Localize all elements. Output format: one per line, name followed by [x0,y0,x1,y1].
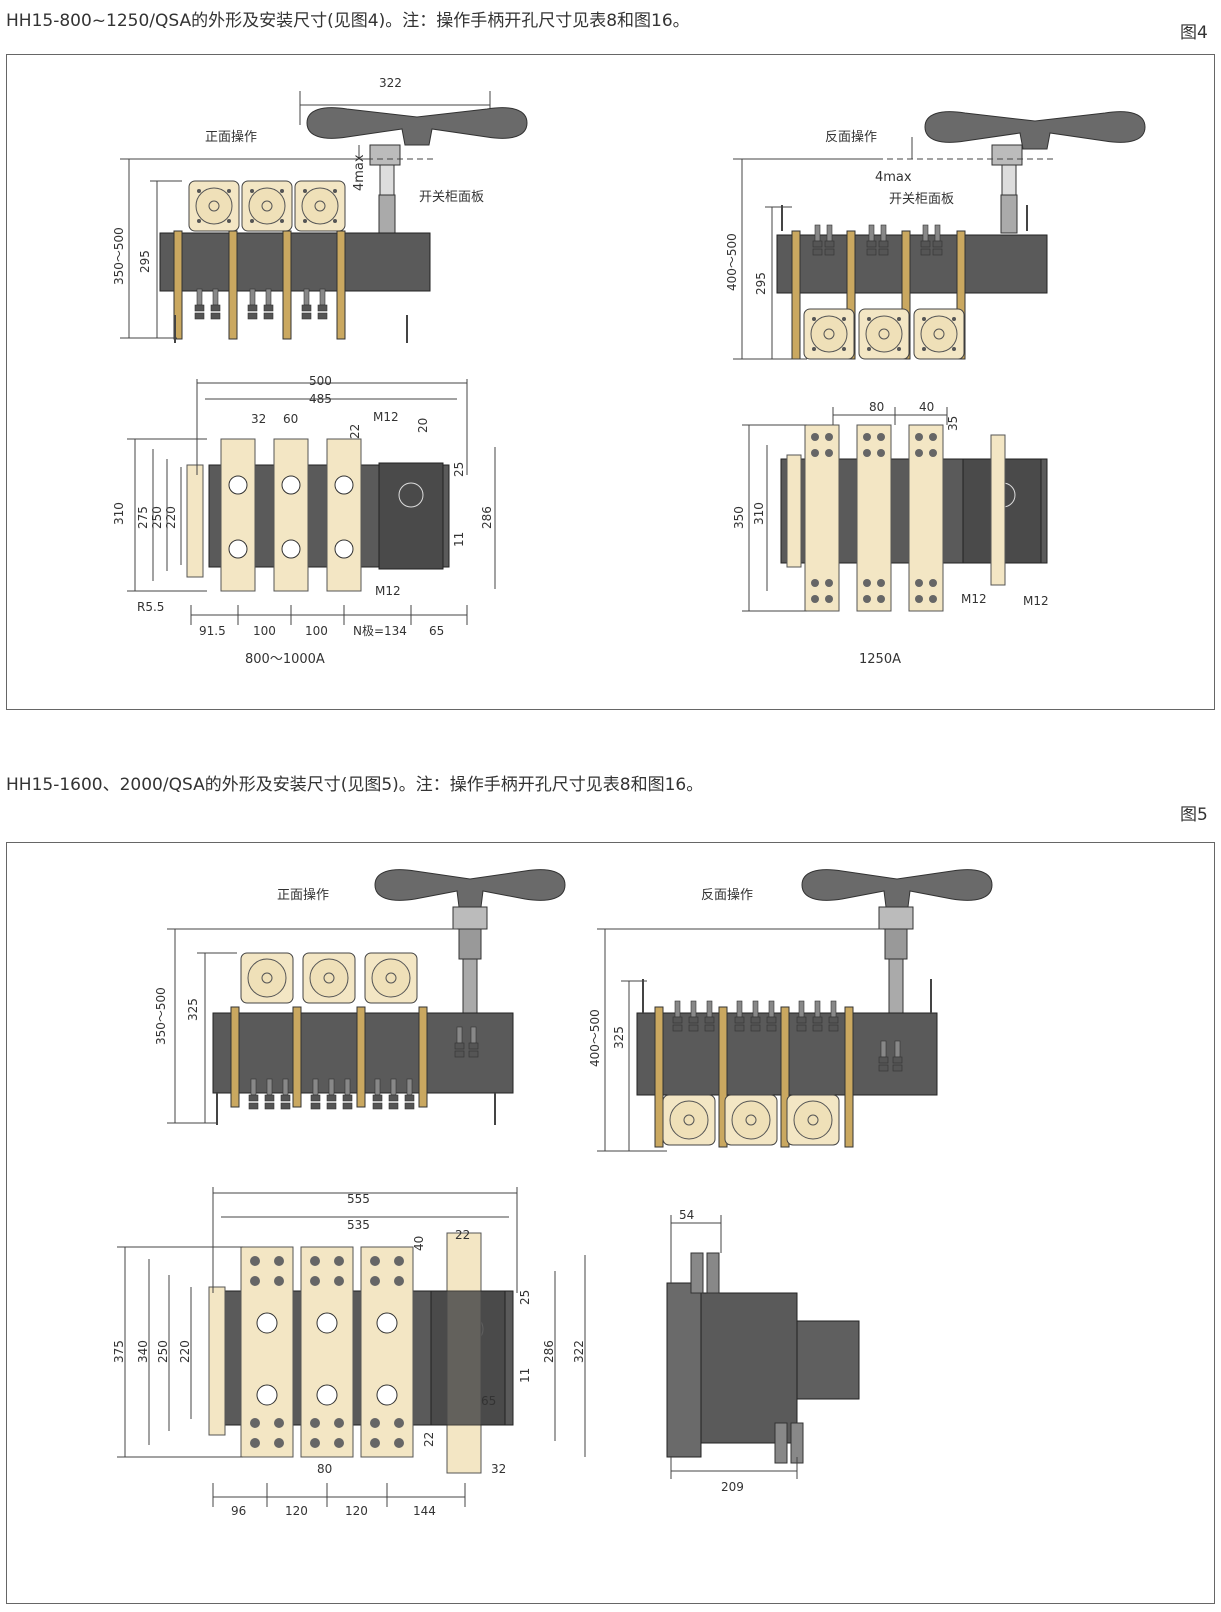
fig5-dim-325b: 325 [612,1026,626,1049]
fig4-rear-label: 反面操作 [825,129,877,145]
fig4-rear-view [733,111,1146,360]
fig5-rear-label: 反面操作 [701,887,753,903]
fig4-dim-100a: 100 [253,624,276,638]
fig5-dim-22: 22 [455,1228,470,1242]
fig5-dim-96: 96 [231,1504,246,1518]
fig4-plan-left [127,379,496,625]
fig5-dim-22b: 22 [422,1432,436,1447]
fig4-label: 图4 [1180,23,1208,43]
fig4-dim-32: 32 [251,412,266,426]
fig5-drawing: 正面操作 反面操作 350～500 325 400～500 325 555 53… [112,869,993,1518]
fig5-plan-view [117,1187,586,1507]
fig4-dim-80: 80 [869,400,884,414]
fig5-dim-65: 65 [481,1394,496,1408]
fig4-m12-d: M12 [1023,594,1049,608]
fig4-dim-40: 40 [919,400,934,414]
fig4-m12-c: M12 [961,592,987,606]
fig4-dim-r55: R5.5 [137,600,164,614]
fig5-dim-40: 40 [412,1236,426,1251]
fig5-side-view [666,1215,860,1479]
fig5-caption: HH15-1600、2000/QSA的外形及安装尺寸(见图5)。注：操作手柄开孔… [6,775,704,795]
fig5-rear-view [597,869,993,1152]
fig5-dim-144: 144 [413,1504,436,1518]
fig4-max-label: 4max [352,154,367,191]
fig4-dim-400-500: 400～500 [725,233,739,291]
fig4-dim-915: 91.5 [199,624,226,638]
fig4-dim-100b: 100 [305,624,328,638]
fig4-dim-295: 295 [138,250,152,273]
fig4-m12-a: M12 [373,410,399,424]
fig4-rating-right: 1250A [859,652,901,667]
fig5-dim-535: 535 [347,1218,370,1232]
fig5-front-label: 正面操作 [277,887,329,903]
fig5-dim-32: 32 [491,1462,506,1476]
fig4-dim-65: 65 [429,624,444,638]
fig4-max-label-2: 4max [875,170,912,185]
fig5-label: 图5 [1180,805,1208,825]
fig4-drawing: 正面操作 反面操作 开关柜面板 开关柜面板 4max 4max 800～1000… [112,76,1146,667]
fig5-dim-400-500: 400～500 [588,1009,602,1067]
fig4-dim-25: 25 [452,462,466,477]
fig4-dim-22: 22 [348,424,362,439]
fig4-plan-right [742,407,1048,612]
fig4-dim-n134: N极=134 [353,624,407,638]
fig4-dim-500: 500 [309,374,332,388]
fig5-dim-375: 375 [112,1340,126,1363]
fig5-panel: 正面操作 反面操作 350～500 325 400～500 325 555 53… [6,842,1215,1604]
fig4-front-view [120,91,528,343]
fig5-dim-25: 25 [518,1290,532,1305]
fig5-dim-11: 11 [518,1368,532,1383]
fig4-dim-310: 310 [112,502,126,525]
fig4-dim-11: 11 [452,532,466,547]
fig4-dim-295b: 295 [754,272,768,295]
fig5-dim-250: 250 [156,1340,170,1363]
fig4-dim-250: 250 [150,506,164,529]
fig4-panel-label: 开关柜面板 [419,190,484,205]
fig5-dim-120b: 120 [345,1504,368,1518]
fig4-dim-275: 275 [136,506,150,529]
fig4-front-label: 正面操作 [205,129,257,145]
fig4-dim-350-500: 350～500 [112,227,126,285]
fig4-m12-b: M12 [375,584,401,598]
fig4-panel-label-2: 开关柜面板 [889,192,954,207]
fig5-dim-325: 325 [186,998,200,1021]
fig5-dim-220: 220 [178,1340,192,1363]
fig4-dim-35: 35 [946,416,960,431]
fig4-dim-350: 350 [732,506,746,529]
fig5-dim-555: 555 [347,1192,370,1206]
fig4-caption: HH15-800~1250/QSA的外形及安装尺寸(见图4)。注：操作手柄开孔尺… [6,11,690,31]
fig5-dim-322: 322 [572,1340,586,1363]
fig4-dim-20: 20 [416,418,430,433]
fig4-dim-60: 60 [283,412,298,426]
fig5-dim-120a: 120 [285,1504,308,1518]
fig4-dim-286: 286 [480,506,494,529]
fig4-panel: 正面操作 反面操作 开关柜面板 开关柜面板 4max 4max 800～1000… [6,54,1215,710]
fig5-dim-54: 54 [679,1208,694,1222]
fig4-dim-310b: 310 [752,502,766,525]
fig5-dim-340: 340 [136,1340,150,1363]
fig5-dim-286: 286 [542,1340,556,1363]
fig5-front-view [167,869,566,1125]
fig4-dim-220: 220 [164,506,178,529]
fig4-rating-left: 800～1000A [245,652,325,667]
fig5-dim-80: 80 [317,1462,332,1476]
fig5-dim-209: 209 [721,1480,744,1494]
fig5-dim-350-500: 350～500 [154,987,168,1045]
fig4-dim-485: 485 [309,392,332,406]
fig4-dim-322: 322 [379,76,402,90]
